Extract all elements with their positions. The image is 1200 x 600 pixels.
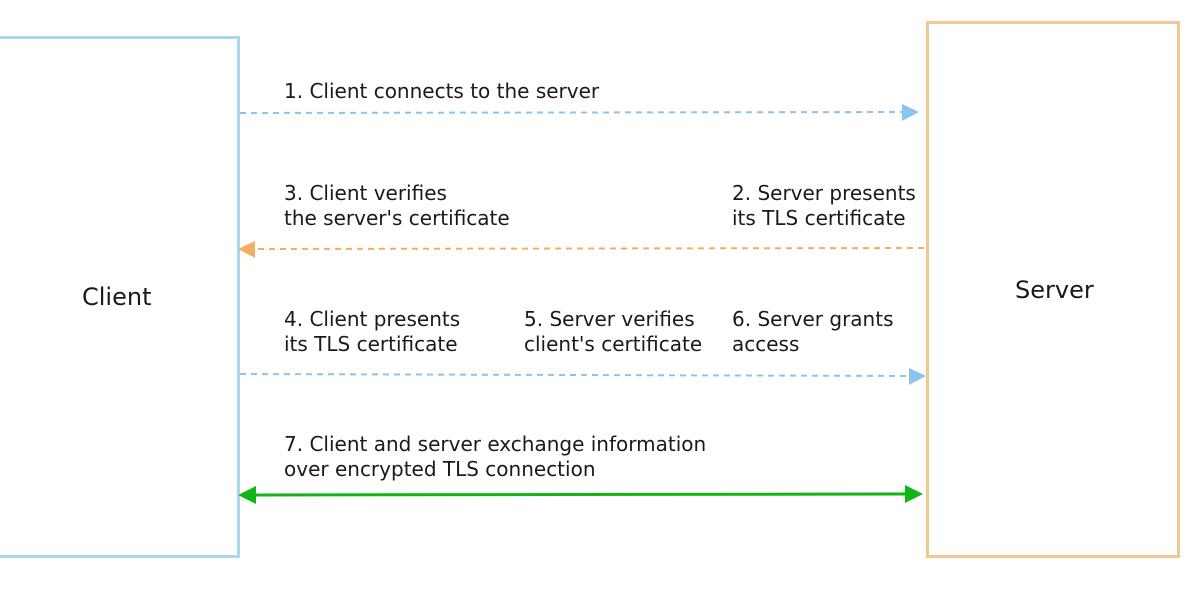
arrow-client-to-server-connect xyxy=(239,104,919,121)
server-label: Server xyxy=(1015,276,1094,304)
step-5-label: 5. Server verifies client's certificate xyxy=(524,307,703,356)
server-box: Server xyxy=(926,21,1180,558)
client-label: Client xyxy=(82,283,152,311)
arrow-server-to-client-certificate xyxy=(238,241,925,258)
arrow-bidirectional-exchange xyxy=(238,485,923,504)
step-1-label: 1. Client connects to the server xyxy=(284,79,600,103)
step-4-label: 4. Client presents its TLS certificate xyxy=(284,307,461,356)
step-3-label: 3. Client verifies the server's certific… xyxy=(284,181,510,230)
step-2-label: 2. Server presents its TLS certificate xyxy=(732,181,916,230)
step-7-label: 7. Client and server exchange informatio… xyxy=(284,432,707,481)
step-6-label: 6. Server grants access xyxy=(732,307,894,356)
client-box: Client xyxy=(0,36,240,558)
arrow-client-to-server-certificate xyxy=(239,368,926,385)
